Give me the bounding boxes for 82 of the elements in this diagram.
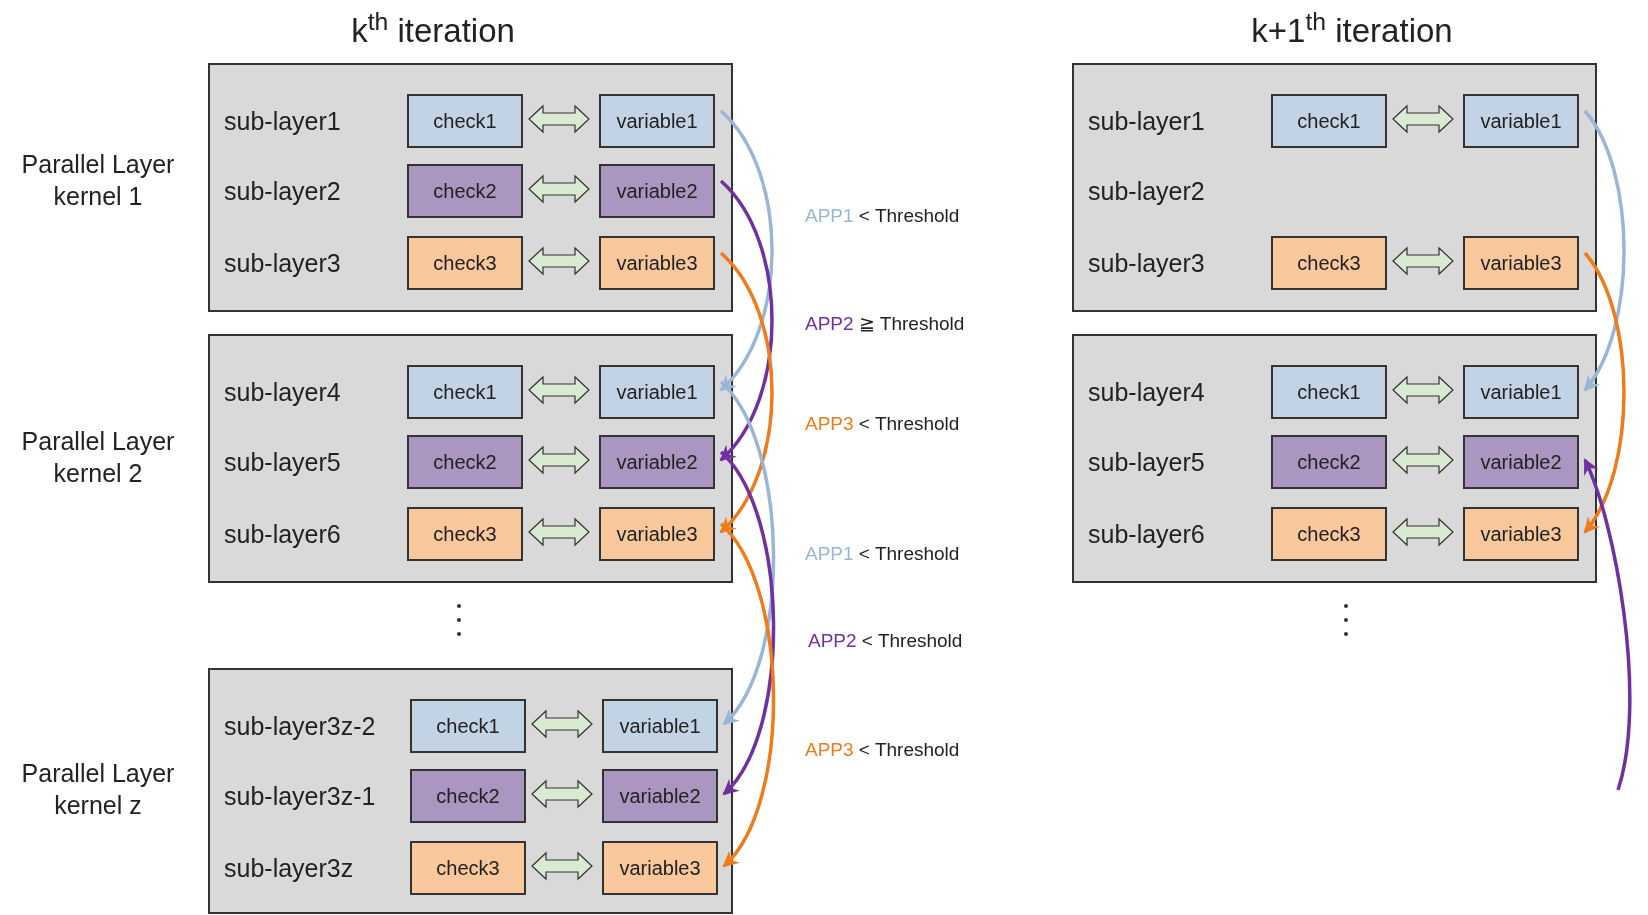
double-arrow: [1392, 517, 1454, 547]
double-arrow: [531, 851, 593, 881]
layer-panel: [1072, 334, 1597, 583]
edge-label: APP1 < Threshold: [805, 542, 960, 566]
check-node-box: check1: [1271, 365, 1387, 419]
variable-node-box: variable2: [599, 164, 715, 218]
variable-node-box: variable1: [602, 699, 718, 753]
check-node-box: check3: [407, 236, 523, 290]
sub-layer-name: sub-layer3z-2: [224, 714, 376, 739]
variable-node-box: variable2: [599, 435, 715, 489]
double-arrow: [528, 174, 590, 204]
kernel-caption: Parallel Layer kernel 2: [20, 425, 176, 489]
layer-panel: [1072, 63, 1597, 312]
kernel-caption: Parallel Layer kernel 1: [20, 148, 176, 212]
iteration-heading: k$^{th}$ iteration: [351, 6, 515, 51]
double-arrow: [531, 709, 593, 739]
variable-node-box: variable3: [602, 841, 718, 895]
double-arrow: [1392, 246, 1454, 276]
sub-layer-name: sub-layer2: [224, 179, 341, 204]
curved-arrow: [719, 109, 774, 392]
curved-arrow: [1583, 252, 1626, 534]
double-arrow: [528, 517, 590, 547]
check-node-box: check2: [1271, 435, 1387, 489]
variable-node-box: variable2: [1463, 435, 1579, 489]
sub-layer-name: sub-layer2: [1088, 179, 1205, 204]
curved-arrow: [1583, 458, 1632, 791]
check-node-box: check3: [1271, 507, 1387, 561]
edge-label: APP2 ≧ Threshold: [805, 312, 965, 336]
edge-label: APP3 < Threshold: [805, 738, 960, 762]
edge-label: APP2 < Threshold: [808, 629, 963, 653]
curved-arrow: [719, 522, 776, 868]
variable-node-box: variable1: [599, 94, 715, 148]
variable-node-box: variable3: [599, 507, 715, 561]
edge-label: APP1 < Threshold: [805, 204, 960, 228]
double-arrow: [531, 779, 593, 809]
variable-node-box: variable3: [1463, 236, 1579, 290]
iteration-heading: k+1$^{th}$ iteration: [1251, 6, 1453, 51]
curved-arrow: [1583, 110, 1626, 392]
double-arrow: [1392, 104, 1454, 134]
sub-layer-name: sub-layer4: [224, 380, 341, 405]
double-arrow: [1392, 445, 1454, 475]
double-arrow: [528, 445, 590, 475]
layer-panel: [208, 668, 733, 914]
check-node-box: check2: [410, 769, 526, 823]
check-node-box: check3: [410, 841, 526, 895]
variable-node-box: variable3: [1463, 507, 1579, 561]
check-node-box: check1: [407, 365, 523, 419]
sub-layer-name: sub-layer5: [1088, 450, 1205, 475]
variable-node-box: variable1: [1463, 365, 1579, 419]
variable-node-box: variable1: [599, 365, 715, 419]
sub-layer-name: sub-layer3z: [224, 856, 354, 881]
check-node-box: check1: [407, 94, 523, 148]
check-node-box: check1: [1271, 94, 1387, 148]
curved-arrow: [719, 179, 774, 462]
sub-layer-name: sub-layer3: [1088, 251, 1205, 276]
sub-layer-name: sub-layer1: [1088, 109, 1205, 134]
edge-label: APP3 < Threshold: [805, 412, 960, 436]
curved-arrow: [719, 380, 776, 726]
curved-arrow: [719, 450, 776, 796]
check-node-box: check2: [407, 164, 523, 218]
check-node-box: check2: [407, 435, 523, 489]
sub-layer-name: sub-layer6: [224, 522, 341, 547]
check-node-box: check3: [407, 507, 523, 561]
sub-layer-name: sub-layer3z-1: [224, 784, 376, 809]
sub-layer-name: sub-layer4: [1088, 380, 1205, 405]
curved-arrow: [719, 251, 774, 534]
check-node-box: check1: [410, 699, 526, 753]
sub-layer-name: sub-layer1: [224, 109, 341, 134]
double-arrow: [528, 104, 590, 134]
variable-node-box: variable2: [602, 769, 718, 823]
layer-panel: [208, 63, 733, 312]
sub-layer-name: sub-layer5: [224, 450, 341, 475]
double-arrow: [528, 375, 590, 405]
variable-node-box: variable3: [599, 236, 715, 290]
sub-layer-name: sub-layer3: [224, 251, 341, 276]
layer-panel: [208, 334, 733, 583]
variable-node-box: variable1: [1463, 94, 1579, 148]
double-arrow: [1392, 375, 1454, 405]
sub-layer-name: sub-layer6: [1088, 522, 1205, 547]
check-node-box: check3: [1271, 236, 1387, 290]
double-arrow: [528, 246, 590, 276]
kernel-caption: Parallel Layer kernel z: [20, 758, 176, 821]
